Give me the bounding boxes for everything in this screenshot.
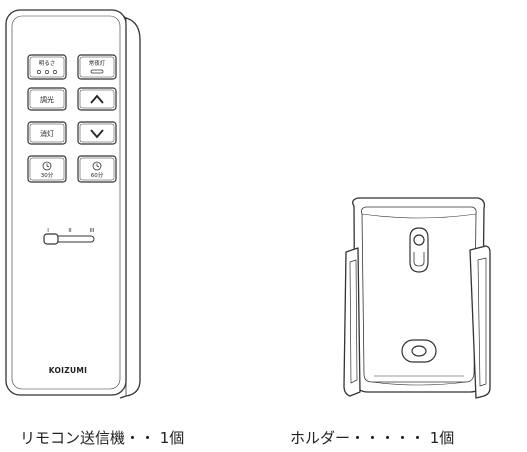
timer-60-button[interactable]: 60分 xyxy=(77,155,117,183)
slider-tick-1: I xyxy=(47,228,49,234)
timer-60-label: 60分 xyxy=(91,171,104,179)
up-button[interactable] xyxy=(77,87,117,111)
slider-tick-2: II xyxy=(68,228,72,234)
chevron-up-icon xyxy=(90,94,104,104)
timer-30-button[interactable]: 30分 xyxy=(27,155,67,183)
nightlight-label: 常夜灯 xyxy=(89,59,106,67)
light-level-label: 明るさ xyxy=(39,60,56,67)
clock-icon xyxy=(92,161,102,171)
remote-control xyxy=(5,9,141,399)
keyhole-slot-icon xyxy=(409,227,429,273)
slider-knob[interactable] xyxy=(43,233,59,245)
screw-hole-icon xyxy=(401,339,437,363)
dim-label: 調光 xyxy=(40,95,54,104)
dim-button[interactable]: 調光 xyxy=(27,87,67,111)
light-level-button[interactable]: 明るさ xyxy=(27,54,67,80)
channel-slider[interactable]: I II III xyxy=(43,228,95,245)
slider-tick-3: III xyxy=(90,228,95,234)
chevron-down-icon xyxy=(90,129,104,139)
brand-logo: KOIZUMI xyxy=(49,366,88,375)
bar-icon xyxy=(90,69,104,74)
timer-30-label: 30分 xyxy=(41,171,54,179)
dots-icon xyxy=(37,70,57,74)
holder-caption: ホルダー・・・・・ 1個 xyxy=(290,429,455,447)
wall-holder xyxy=(343,197,491,399)
off-button[interactable]: 消灯 xyxy=(27,121,67,145)
down-button[interactable] xyxy=(77,121,117,145)
nightlight-button[interactable]: 常夜灯 xyxy=(77,54,117,80)
off-label: 消灯 xyxy=(40,129,54,138)
clock-icon xyxy=(42,161,52,171)
remote-caption: リモコン送信機・・ 1個 xyxy=(20,429,185,447)
